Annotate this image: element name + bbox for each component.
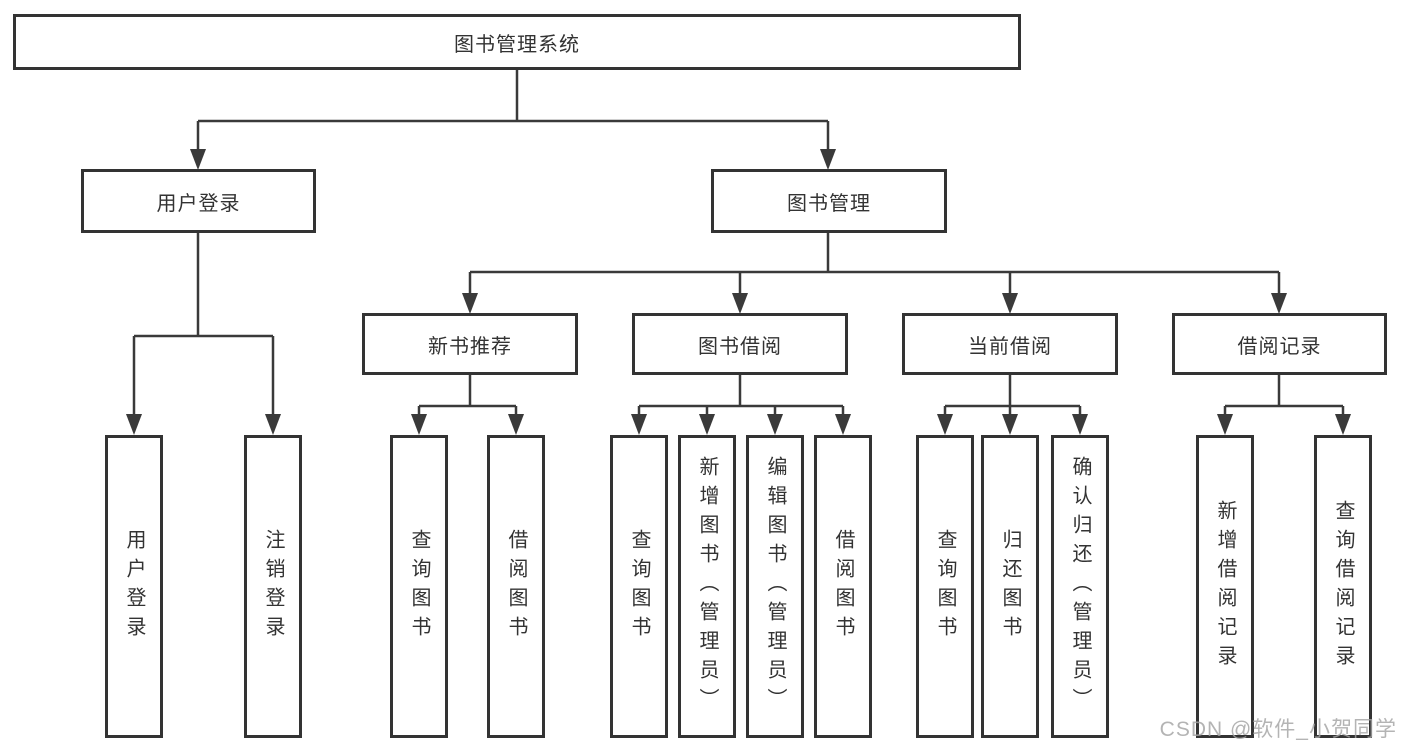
- node-label: 新书推荐: [428, 335, 512, 358]
- leaf-query-books-recommend: 查询图书: [390, 435, 448, 738]
- leaf-query-books-borrowing: 查询图书: [610, 435, 668, 738]
- leaf-logout: 注销登录: [244, 435, 302, 738]
- leaf-return-books: 归还图书: [981, 435, 1039, 738]
- leaf-label: 编辑图书（管理员）: [764, 456, 786, 717]
- leaf-label: 新增借阅记录: [1214, 499, 1236, 674]
- leaf-label: 用户登录: [123, 528, 145, 645]
- node-label: 用户登录: [156, 192, 241, 215]
- leaf-label: 查询图书: [408, 528, 430, 645]
- leaf-label: 注销登录: [262, 528, 284, 645]
- node-label: 借阅记录: [1237, 335, 1322, 358]
- leaf-label: 查询图书: [628, 528, 650, 645]
- leaf-label: 归还图书: [999, 528, 1021, 645]
- leaf-add-books-admin: 新增图书（管理员）: [678, 435, 736, 738]
- leaf-add-borrow-record: 新增借阅记录: [1196, 435, 1254, 738]
- node-book-management: 图书管理: [711, 169, 947, 233]
- node-borrowing-records: 借阅记录: [1172, 313, 1387, 375]
- leaf-label: 确认归还（管理员）: [1069, 456, 1091, 717]
- node-book-borrowing: 图书借阅: [632, 313, 848, 375]
- leaf-borrow-books: 借阅图书: [814, 435, 872, 738]
- leaf-label: 新增图书（管理员）: [696, 456, 718, 717]
- node-new-book-recommend: 新书推荐: [362, 313, 578, 375]
- node-label: 图书管理: [787, 192, 871, 215]
- leaf-confirm-return-admin: 确认归还（管理员）: [1051, 435, 1109, 738]
- leaf-query-books-current: 查询图书: [916, 435, 974, 738]
- leaf-edit-books-admin: 编辑图书（管理员）: [746, 435, 804, 738]
- leaf-label: 借阅图书: [505, 528, 527, 645]
- leaf-user-login: 用户登录: [105, 435, 163, 738]
- node-label: 图书管理系统: [454, 33, 580, 56]
- leaf-borrow-books-recommend: 借阅图书: [487, 435, 545, 738]
- leaf-label: 查询借阅记录: [1332, 499, 1354, 674]
- node-current-borrowing: 当前借阅: [902, 313, 1118, 375]
- node-book-management-system: 图书管理系统: [13, 14, 1021, 70]
- node-label: 当前借阅: [968, 335, 1052, 358]
- node-label: 图书借阅: [698, 335, 782, 358]
- watermark: CSDN @软件_小贺同学: [1159, 718, 1397, 741]
- leaf-label: 借阅图书: [832, 528, 854, 645]
- leaf-label: 查询图书: [934, 528, 956, 645]
- leaf-query-borrow-record: 查询借阅记录: [1314, 435, 1372, 738]
- node-user-login: 用户登录: [81, 169, 316, 233]
